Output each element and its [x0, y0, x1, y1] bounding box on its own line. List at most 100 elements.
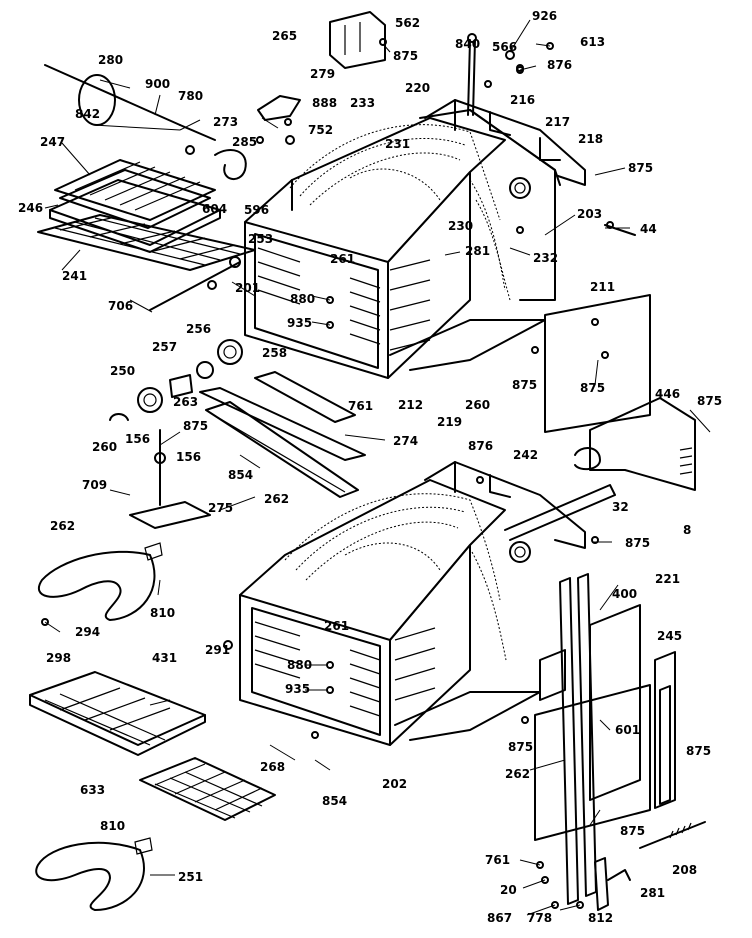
label: 780 — [178, 89, 203, 103]
label: 926 — [532, 9, 557, 23]
label: 812 — [588, 911, 613, 925]
label: 257 — [152, 340, 177, 354]
label: 875 — [183, 419, 208, 433]
side-panel-221 — [539, 604, 641, 801]
back-support-lower — [424, 461, 616, 563]
broil-trim-upper — [199, 371, 366, 498]
label: 446 — [655, 387, 680, 401]
small-hardware-top — [379, 38, 554, 88]
label: 285 — [232, 135, 257, 149]
label: 230 — [448, 219, 473, 233]
label: 875 — [393, 49, 418, 63]
bake-element-lower — [35, 837, 153, 911]
label: 875 — [686, 744, 711, 758]
label: 8 — [683, 523, 691, 537]
label: 275 — [208, 501, 233, 515]
label: 880 — [290, 292, 315, 306]
label: 260 — [92, 440, 117, 454]
label: 20 — [500, 883, 517, 897]
label: 221 — [655, 572, 680, 586]
label: 810 — [100, 819, 125, 833]
label: 247 — [40, 135, 65, 149]
label: 888 — [312, 96, 337, 110]
label: 268 — [260, 760, 285, 774]
label: 251 — [178, 870, 203, 884]
label: 875 — [580, 381, 605, 395]
label: 431 — [152, 651, 177, 665]
label: 156 — [176, 450, 201, 464]
side-panel-262 — [534, 684, 651, 841]
label: 867 — [487, 911, 512, 925]
label: 281 — [640, 886, 665, 900]
label: 258 — [262, 346, 287, 360]
label: 202 — [382, 777, 407, 791]
rear-panel-446 — [574, 397, 696, 491]
label: 233 — [350, 96, 375, 110]
sensor-wire — [44, 64, 216, 155]
label: 562 — [395, 16, 420, 30]
label: 810 — [150, 606, 175, 620]
bake-element-upper — [149, 256, 241, 311]
label: 212 — [398, 398, 423, 412]
label: 761 — [485, 853, 510, 867]
label: 566 — [492, 40, 517, 54]
label: 220 — [405, 81, 430, 95]
label: 246 — [18, 201, 43, 215]
label: 253 — [248, 232, 273, 246]
label: 211 — [590, 280, 615, 294]
label: 250 — [110, 364, 135, 378]
label: 752 — [308, 123, 333, 137]
label: 245 — [657, 629, 682, 643]
label: 875 — [697, 394, 722, 408]
label: 604 — [202, 202, 227, 216]
label: 231 — [385, 137, 410, 151]
label: 156 — [125, 432, 150, 446]
bracket-245 — [654, 651, 676, 809]
knob-assembly — [109, 339, 243, 421]
label: 279 — [310, 67, 335, 81]
lower-oven-cavity — [239, 479, 541, 746]
label: 273 — [213, 115, 238, 129]
label: 260 — [465, 398, 490, 412]
label: 241 — [62, 269, 87, 283]
broiler-drawer — [29, 671, 206, 756]
label: 875 — [625, 536, 650, 550]
label: 596 — [244, 203, 269, 217]
label: 400 — [612, 587, 637, 601]
label: 854 — [228, 468, 253, 482]
label: 217 — [545, 115, 570, 129]
label: 778 — [527, 911, 552, 925]
label: 261 — [330, 252, 355, 266]
label: 842 — [75, 107, 100, 121]
spring-208 — [639, 821, 706, 849]
label: 201 — [235, 281, 260, 295]
label: 265 — [272, 29, 297, 43]
label: 261 — [324, 619, 349, 633]
thermostat — [257, 95, 301, 126]
label: 208 — [672, 863, 697, 877]
back-support-bracket — [424, 99, 586, 186]
label: 633 — [80, 783, 105, 797]
label: 935 — [287, 316, 312, 330]
label: 44 — [640, 222, 657, 236]
label: 875 — [620, 824, 645, 838]
oven-rack-lower — [139, 757, 276, 821]
label: 935 — [285, 682, 310, 696]
small-hardware-misc — [223, 221, 636, 909]
label: 875 — [512, 378, 537, 392]
label: 262 — [50, 519, 75, 533]
label: 709 — [82, 478, 107, 492]
label: 262 — [505, 767, 530, 781]
rear-panel-211 — [544, 294, 651, 433]
label: 601 — [615, 723, 640, 737]
label: 840 — [455, 37, 480, 51]
label: 218 — [578, 132, 603, 146]
label: 875 — [628, 161, 653, 175]
label: 706 — [108, 299, 133, 313]
label: 242 — [513, 448, 538, 462]
label: 203 — [577, 207, 602, 221]
label: 216 — [510, 93, 535, 107]
label: 298 — [46, 651, 71, 665]
label: 219 — [437, 415, 462, 429]
label: 876 — [468, 439, 493, 453]
